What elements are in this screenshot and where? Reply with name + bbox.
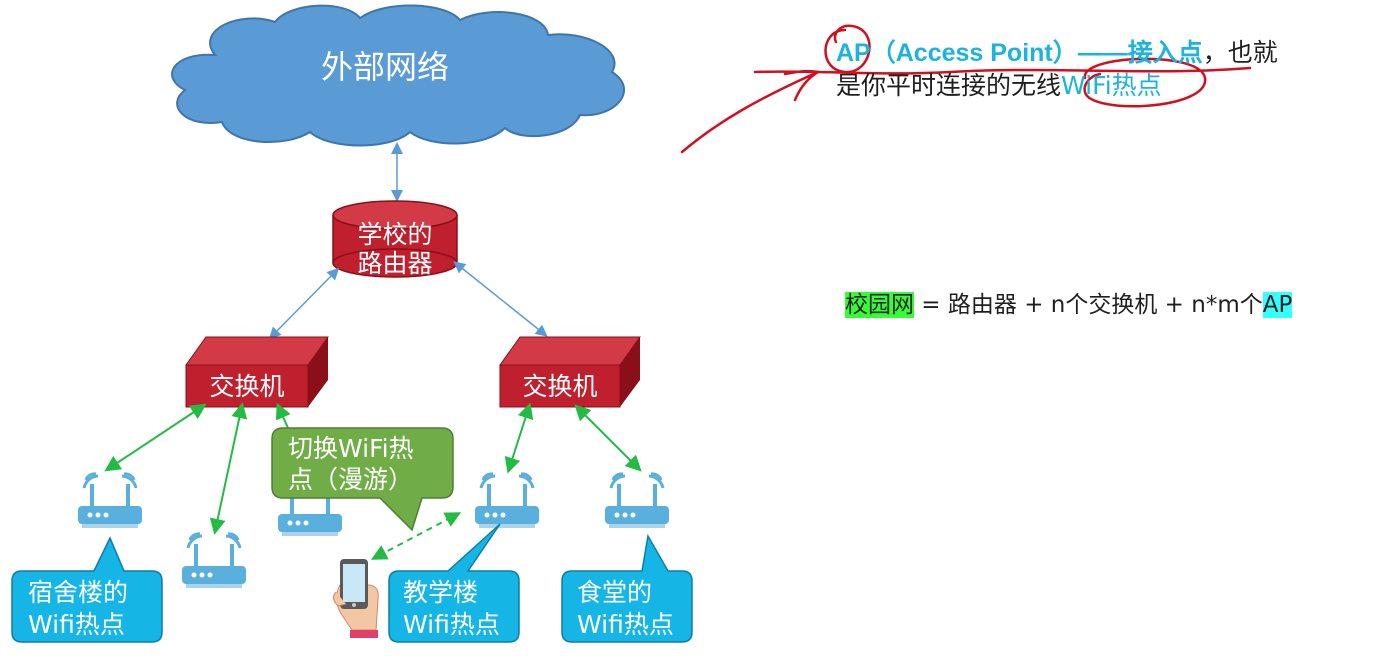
access-point-canteen xyxy=(603,472,671,530)
roaming-callout: 切换WiFi热 点（漫游） xyxy=(271,427,454,532)
dorm-text-line2: Wifi热点 xyxy=(28,610,125,639)
switch-left-label: 交换机 xyxy=(209,372,284,401)
external-network-cloud: 外部网络 xyxy=(171,4,625,147)
dorm-text-line1: 宿舍楼的 xyxy=(28,578,128,607)
switch-right: 交换机 xyxy=(499,336,641,408)
ink-circle-ap xyxy=(824,24,871,74)
switch-right-label: 交换机 xyxy=(522,372,597,401)
canteen-callout: 食堂的 Wifi热点 xyxy=(561,533,693,643)
link-switch-ap-dorm xyxy=(104,403,207,472)
link-switch-ap-canteen xyxy=(574,404,642,472)
switch-left: 交换机 xyxy=(185,336,329,408)
campus-formula: 校园网 = 路由器 + n个交换机 + n*m个AP xyxy=(845,285,1293,319)
teaching-text-line2: Wifi热点 xyxy=(403,610,500,639)
teaching-text-line1: 教学楼 xyxy=(403,578,478,607)
ap-full-name: （Access Point）——接入点 xyxy=(870,39,1203,67)
link-router-switch-left xyxy=(268,267,340,340)
link-switch-ap-teach xyxy=(504,402,534,474)
roaming-text-line1: 切换WiFi热 xyxy=(288,434,414,463)
smartphone-icon xyxy=(332,559,379,638)
ink-circle-wifi xyxy=(1083,57,1207,108)
link-switch-ap-2 xyxy=(209,402,248,535)
handwritten-annotations xyxy=(680,24,1252,154)
cloud-label: 外部网络 xyxy=(321,48,449,86)
canteen-text-line1: 食堂的 xyxy=(577,578,652,607)
ink-arrow-head xyxy=(783,69,822,102)
access-point-teach xyxy=(473,472,541,530)
access-point-dorm xyxy=(76,472,144,530)
campus-formula-body: = 路由器 + n个交换机 + n*m个 xyxy=(914,292,1263,318)
ink-arrow-shaft xyxy=(680,70,820,154)
ap-definition-line2: 是你平时连接的无线WiFi热点 xyxy=(836,66,1162,102)
dorm-callout: 宿舍楼的 Wifi热点 xyxy=(11,536,163,643)
school-router: 学校的 路由器 xyxy=(332,200,458,278)
ap-line2-wifi: WiFi热点 xyxy=(1061,71,1162,100)
canteen-text-line2: Wifi热点 xyxy=(577,610,674,639)
link-router-switch-right xyxy=(453,261,548,337)
router-label-line2: 路由器 xyxy=(357,249,432,278)
campus-term: 校园网 xyxy=(845,292,914,318)
ap-line2-prefix: 是你平时连接的无线 xyxy=(836,71,1062,100)
campus-ap: AP xyxy=(1262,292,1293,318)
roaming-arrow xyxy=(370,512,462,560)
access-point-2 xyxy=(180,532,248,590)
ap-definition-line1: AP（Access Point）——接入点，也就 xyxy=(836,33,1278,69)
switch-ap-links xyxy=(104,402,642,535)
teaching-callout: 教学楼 Wifi热点 xyxy=(388,523,520,643)
roaming-text-line2: 点（漫游） xyxy=(288,465,413,494)
ap-tail: ，也就 xyxy=(1202,38,1278,67)
router-label-line1: 学校的 xyxy=(357,220,432,249)
ap-term: AP xyxy=(836,39,871,67)
ink-underline xyxy=(753,66,1252,75)
